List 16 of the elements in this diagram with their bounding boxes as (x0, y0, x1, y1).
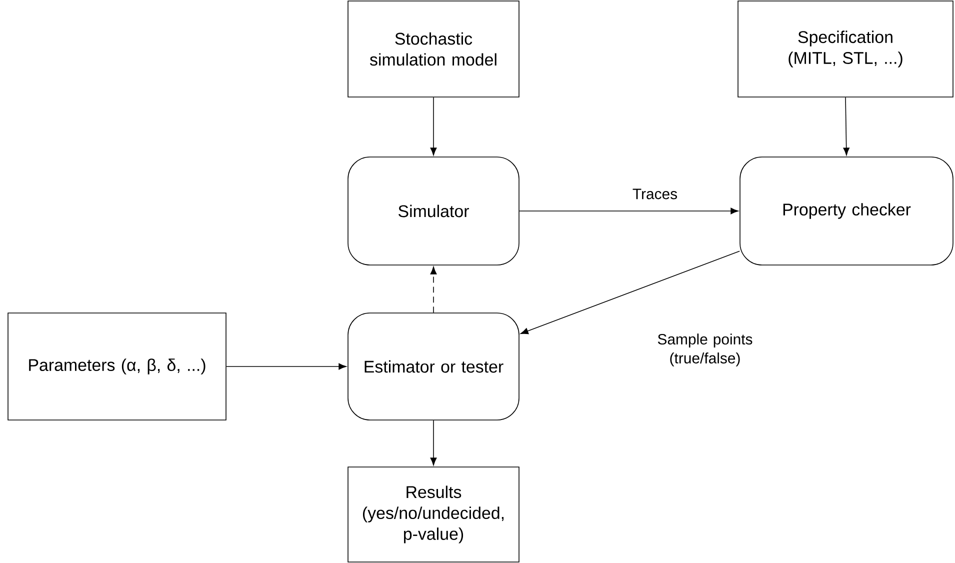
arrow (226, 363, 346, 370)
rounded-process-box: Property checker (740, 156, 954, 266)
process-box: Specification (MITL, STL, ...) (738, 0, 954, 98)
arrow (843, 97, 850, 156)
arrow (430, 420, 437, 466)
process-box: Results (yes/no/undecided, p-value) (348, 466, 520, 562)
rounded-process-box: Estimator or tester (348, 312, 520, 420)
edge-label: Traces (632, 188, 677, 200)
arrow (519, 208, 738, 214)
arrow (430, 266, 437, 313)
process-box: Parameters (α, β, δ, ...) (8, 312, 226, 420)
arrow (430, 97, 437, 156)
rounded-process-box: Simulator (348, 156, 520, 266)
edge-label: Sample points (true/false) (658, 334, 752, 366)
process-box: Stochastic simulation model (348, 0, 520, 98)
arrow (520, 250, 740, 334)
